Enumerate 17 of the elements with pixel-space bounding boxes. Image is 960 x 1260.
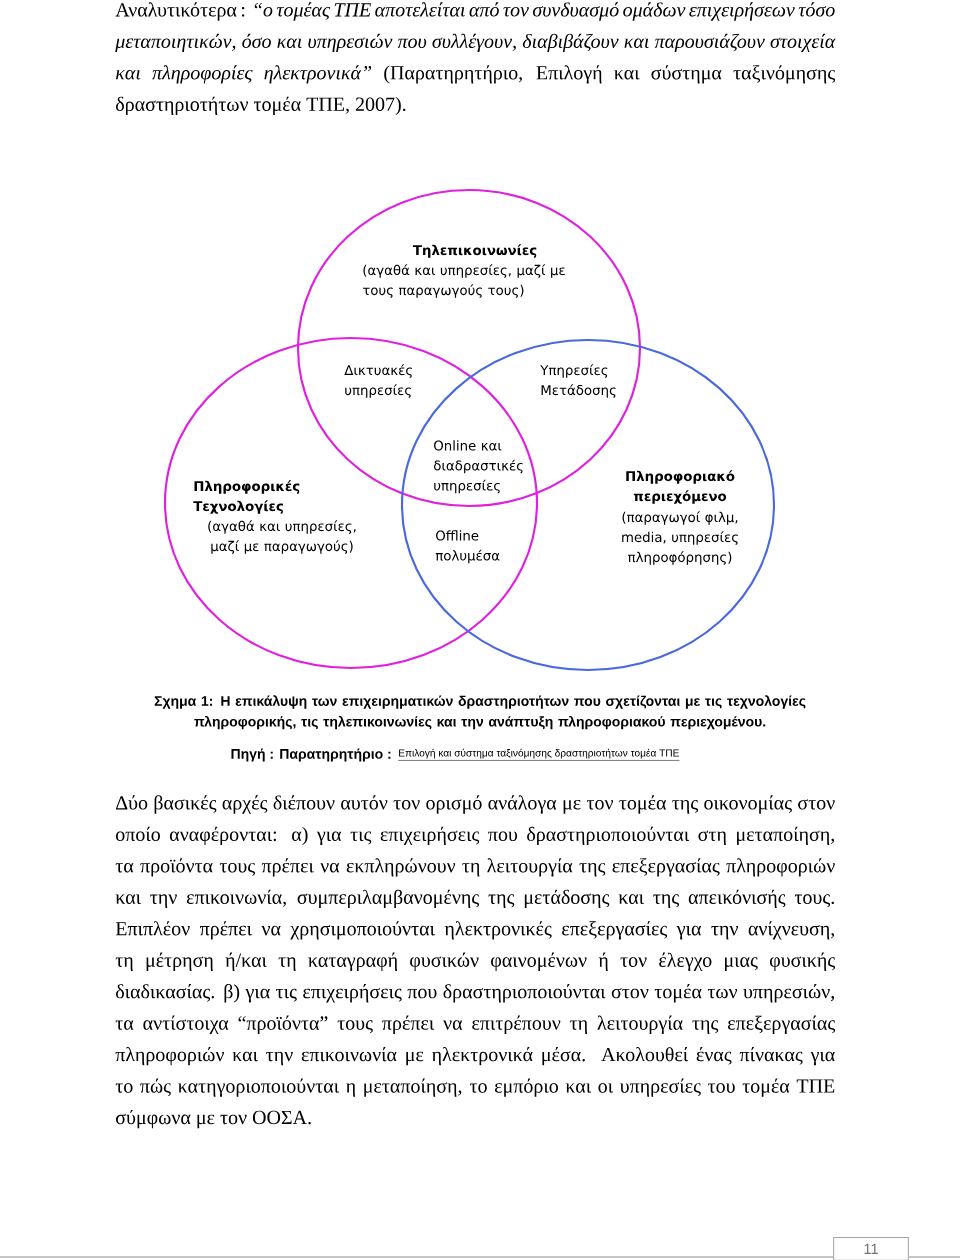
paragraph: Δύο βασικές αρχές διέπουν αυτόν τον ορισμό ανάλογα με τον τομέα της οικονομίας στον οποίο αναφέρονται: α) για τις επιχειρήσεις που δραστηριοποιούνται στη μεταποίηση, τα προϊόντα τους πρέπει να εκπληρώνουν τη λειτουργία της επεξεργασίας πληροφοριών και την επικοινωνία, συμπεριλαμβανομένης της μετάδοσης και της απεικόνισής τους. Επιπλέον πρέπει να χρησιμοποιούνται ηλεκτρονικές επεξεργασίες για την ανίχνευση, τη μέτρηση ή/και τη καταγραφή φυσικών φαινομένων ή τον έλεγχο μιας φυσικής διαδικασίας. β) για τις επιχειρήσεις που δραστηριοποιούνται στον τομέα των υπηρεσιών, τα αντίστοιχα “προϊόντα” τους πρέπει να επιτρέπουν τη λειτουργία της επεξεργασίας πληροφοριών και την επικοινωνία με ηλεκτρονικά μέσα. Ακολουθεί ένας πίνακας για το πώς κατηγοριοποιούνται η μεταποίηση, το εμπόριο και οι υπηρεσίες του τομέα ΤΠΕ σύμφωνα με τον ΟΟΣΑ.	[115, 795, 836, 1129]
figure-caption: Σχημα 1: Η επικάλυψη των επιχειρηματικών δραστηριοτήτων που σχετίζονται με τις τεχνολογίες πληροφορικής, τις τηλεπικοινωνίες και την ανάπτυξη πληροφοριακού περιεχομένου.	[154, 695, 806, 730]
source-label: Πηγή : Παρατηρητήριο :	[231, 748, 391, 762]
venn-circle	[163, 336, 539, 670]
overlap-label: Online και διαδραστικές υπηρεσίες	[434, 440, 523, 494]
overlap-label: Δικτυακές υπηρεσίες	[344, 364, 412, 398]
page-number-box: 11	[833, 1237, 909, 1260]
circle-heading: Τηλεπικοινωνίες	[412, 244, 537, 258]
circle-heading: Πληροφοριακό περιεχόμενο	[626, 470, 735, 504]
overlap-label: Offline πολυμέσα	[435, 530, 500, 564]
circle-text: (παραγωγοί φιλμ, media, υπηρεσίες πληροφόρησης)	[622, 511, 738, 565]
circle-heading: Πληροφορικές Τεχνολογίες	[193, 480, 300, 514]
overlap-label: Υπηρεσίες Μετάδοσης	[540, 364, 616, 398]
source-link: Επιλογή και σύστημα ταξινόμησης δραστηριοτήτων τομέα ΤΠΕ	[398, 748, 680, 761]
paragraph: Αναλυτικότερα : “ο τομέας ΤΠΕ αποτελείται από τον συνδυασμό ομάδων επιχειρήσεων τόσο μεταποιητικών, όσο και υπηρεσιών που συλλέγουν, διαβιβάζουν και παρουσιάζουν στοιχεία και πληροφορίες ηλεκτρονικά” (Παρατηρητήριο, Επιλογή και σύστημα ταξινόμησης δραστηριοτήτων τομέα ΤΠΕ, 2007).	[115, 2, 836, 116]
circle-text: (αγαθά και υπηρεσίες, μαζί με παραγωγούς)	[208, 520, 356, 554]
circle-text: (αγαθά και υπηρεσίες, μαζί με τους παραγωγούς τους)	[362, 264, 565, 298]
